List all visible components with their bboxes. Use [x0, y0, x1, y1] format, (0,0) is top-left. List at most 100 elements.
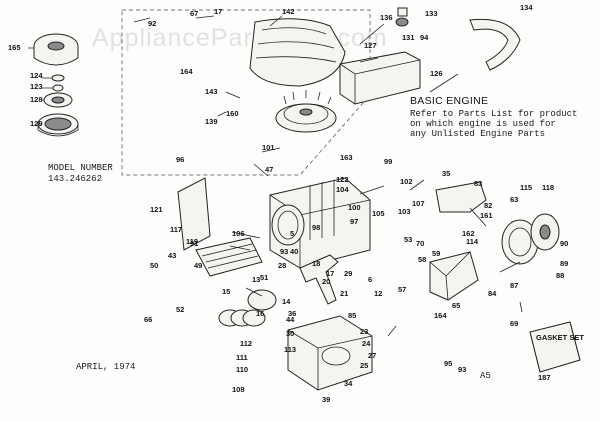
- leader-lines: [28, 15, 523, 337]
- part-number-97: 97: [350, 217, 358, 226]
- gasket-set-label: GASKET SET: [536, 333, 584, 342]
- part-number-134: 134: [520, 3, 533, 12]
- mounting-bracket: [177, 177, 211, 251]
- part-number-114: 114: [466, 237, 479, 246]
- cylinder-head: [195, 237, 263, 277]
- part-number-93: 93: [458, 365, 466, 374]
- part-number-65: 65: [452, 301, 460, 310]
- gasket-set-box: GASKET SET: [529, 321, 584, 373]
- governor-bracket: [435, 181, 487, 213]
- part-number-122: 122: [336, 175, 349, 184]
- part-number-131: 131: [402, 33, 415, 42]
- part-number-34: 34: [344, 379, 353, 388]
- part-number-165: 165: [8, 43, 21, 52]
- part-number-70: 70: [416, 239, 424, 248]
- basic-engine-title: BASIC ENGINE: [410, 95, 488, 107]
- part-number-108: 108: [232, 385, 245, 394]
- part-number-133: 133: [425, 9, 438, 18]
- part-number-139: 139: [205, 117, 218, 126]
- part-number-143: 143: [205, 87, 218, 96]
- shroud-group-outline: [121, 9, 371, 176]
- exhaust-pipe: [469, 18, 521, 71]
- part-number-142: 142: [282, 7, 295, 16]
- part-number-129: 129: [30, 119, 43, 128]
- part-number-92: 92: [148, 19, 156, 28]
- part-number-110: 110: [236, 365, 248, 374]
- part-number-100: 100: [348, 203, 361, 212]
- part-number-164: 164: [180, 67, 193, 76]
- part-number-93: 93: [280, 247, 288, 256]
- part-number-117: 117: [170, 225, 182, 234]
- flywheel: [275, 90, 337, 133]
- part-number-95: 95: [444, 359, 452, 368]
- part-number-47: 47: [265, 165, 273, 174]
- part-number-164: 164: [434, 311, 447, 320]
- part-number-87: 87: [510, 281, 518, 290]
- part-number-94: 94: [420, 33, 429, 42]
- part-number-101: 101: [262, 143, 275, 152]
- part-number-28: 28: [278, 261, 286, 270]
- part-number-63: 63: [510, 195, 518, 204]
- part-number-82: 82: [484, 201, 492, 210]
- part-number-27: 27: [368, 351, 376, 360]
- part-number-17: 17: [326, 269, 334, 278]
- part-number-98: 98: [312, 223, 320, 232]
- watermark: AppliancePartsPros.com: [92, 24, 388, 52]
- part-number-103: 103: [398, 207, 411, 216]
- part-number-15: 15: [222, 287, 230, 296]
- part-number-callouts: 165 124 123 128 129 17 67 92 142 164 143 139 160 101 1…: [8, 3, 568, 404]
- basic-engine-line-3: any Unlisted Engine Parts: [410, 129, 545, 139]
- part-number-59: 59: [432, 249, 440, 258]
- part-number-29: 29: [344, 269, 352, 278]
- part-number-14: 14: [282, 297, 291, 306]
- part-number-105: 105: [372, 209, 385, 218]
- part-number-124: 124: [30, 71, 43, 80]
- revision-date: APRIL, 1974: [76, 362, 135, 372]
- part-number-118: 118: [542, 183, 554, 192]
- part-number-163: 163: [340, 153, 353, 162]
- part-number-50: 50: [150, 261, 158, 270]
- part-number-161: 161: [480, 211, 493, 220]
- part-number-128: 128: [30, 95, 43, 104]
- part-number-88: 88: [556, 271, 564, 280]
- part-number-162: 162: [462, 229, 475, 238]
- part-number-136: 136: [380, 13, 393, 22]
- part-number-49: 49: [194, 261, 202, 270]
- carburetor: [429, 251, 479, 301]
- part-number-127: 127: [364, 41, 377, 50]
- part-number-67: 67: [190, 9, 198, 18]
- part-number-96: 96: [176, 155, 184, 164]
- basic-engine-line-2: on which engine is used for: [410, 119, 556, 129]
- part-number-51: 51: [260, 273, 268, 282]
- part-number-119: 119: [186, 237, 198, 246]
- part-number-39: 39: [322, 395, 330, 404]
- blower-housing: [249, 18, 346, 87]
- part-number-36: 36: [288, 309, 296, 318]
- part-number-5: 5: [290, 229, 294, 238]
- model-number-value: 143.246262: [48, 174, 102, 184]
- part-number-43: 43: [168, 251, 176, 260]
- part-number-89: 89: [560, 259, 568, 268]
- part-number-104: 104: [336, 185, 349, 194]
- part-number-99: 99: [384, 157, 392, 166]
- part-number-6: 6: [368, 275, 372, 284]
- crankshaft: [299, 254, 339, 305]
- part-number-115: 115: [520, 183, 532, 192]
- part-number-91: 91: [190, 239, 198, 248]
- part-number-21: 21: [340, 289, 348, 298]
- part-number-13: 13: [252, 275, 260, 284]
- part-number-69: 69: [510, 319, 518, 328]
- part-number-160: 160: [226, 109, 239, 118]
- part-number-123: 123: [30, 82, 43, 91]
- part-number-53: 53: [404, 235, 412, 244]
- part-number-17: 17: [214, 7, 222, 16]
- part-number-35: 35: [442, 169, 450, 178]
- part-number-106: 106: [232, 229, 245, 238]
- part-number-12: 12: [374, 289, 382, 298]
- starter-assembly: [501, 213, 560, 265]
- air-cleaner-assembly: [33, 33, 79, 137]
- part-number-113: 113: [284, 345, 296, 354]
- part-number-23: 23: [360, 327, 368, 336]
